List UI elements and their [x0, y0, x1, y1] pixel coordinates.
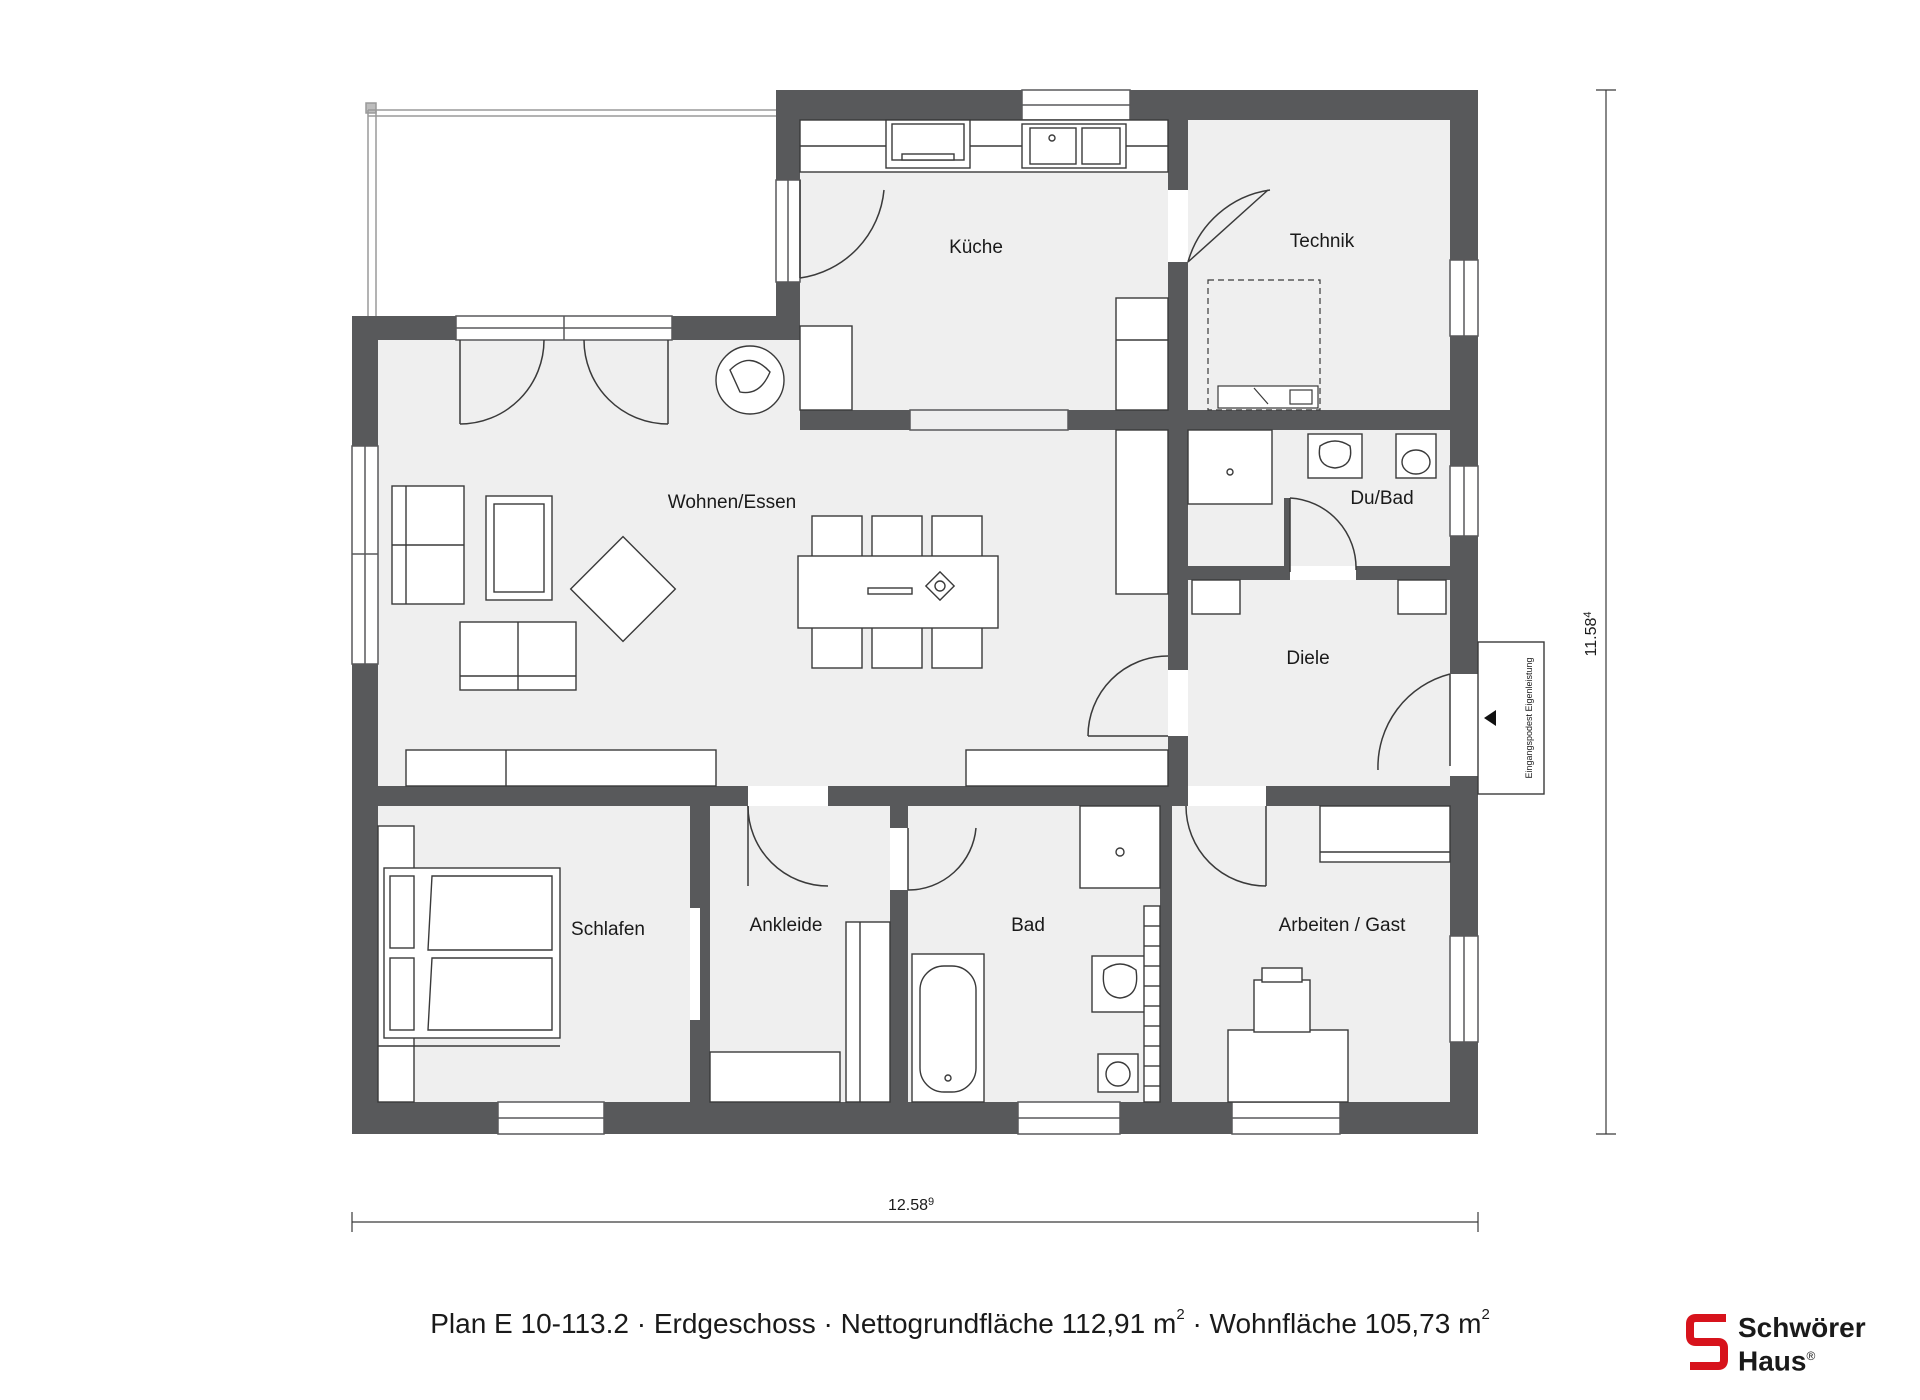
walls [352, 90, 1478, 1134]
windows [351, 89, 1479, 1135]
living-furniture [391, 345, 1169, 787]
dimension-lines [351, 89, 1616, 1232]
room-label-diele: Diele [1286, 648, 1329, 669]
entrance-label: Eingangspodest Eigenleistung [1524, 657, 1534, 778]
caption-living-area: Wohnfläche 105,73 m2 [1209, 1306, 1490, 1339]
logo-wordmark: Schwörer Haus® [1738, 1312, 1866, 1377]
caption-floor: Erdgeschoss [653, 1308, 816, 1339]
room-label-technik: Technik [1290, 231, 1355, 252]
technik-equipment [1207, 279, 1321, 411]
bedroom-furniture [377, 825, 561, 1103]
ankleide-wardrobes [709, 921, 891, 1103]
plan-caption: Plan E 10-113.2 · Erdgeschoss · Nettogru… [430, 1306, 1490, 1339]
room-label-kueche: Küche [949, 237, 1003, 258]
kitchen-furniture [799, 119, 1169, 411]
logo-s-icon [1686, 1314, 1728, 1370]
room-label-wohnen: Wohnen/Essen [668, 492, 797, 513]
room-label-bad: Bad [1011, 915, 1045, 936]
height-dimension: 11.584 [1582, 612, 1600, 657]
width-dimension: 12.589 [888, 1196, 934, 1214]
dubad-fixtures [1187, 429, 1447, 615]
bad-fixtures [911, 805, 1161, 1103]
entrance-podium: Eingangspodest Eigenleistung [1477, 641, 1545, 795]
doors [459, 180, 1451, 891]
caption-separator: · [636, 1308, 647, 1339]
room-label-schlafen: Schlafen [571, 919, 645, 940]
room-label-arbeiten: Arbeiten / Gast [1279, 915, 1406, 936]
caption-plan: Plan E 10-113.2 [430, 1308, 629, 1339]
room-label-dubad: Du/Bad [1350, 488, 1413, 509]
schwoerer-haus-logo: Schwörer Haus® [1686, 1312, 1896, 1378]
caption-net-area: Nettogrundfläche 112,91 m2 [840, 1306, 1185, 1339]
terrace-pergola [365, 102, 776, 320]
room-labels: Küche Technik Wohnen/Essen Du/Bad Diele … [571, 231, 1414, 940]
room-label-ankleide: Ankleide [750, 915, 823, 936]
office-furniture [1227, 805, 1451, 1103]
